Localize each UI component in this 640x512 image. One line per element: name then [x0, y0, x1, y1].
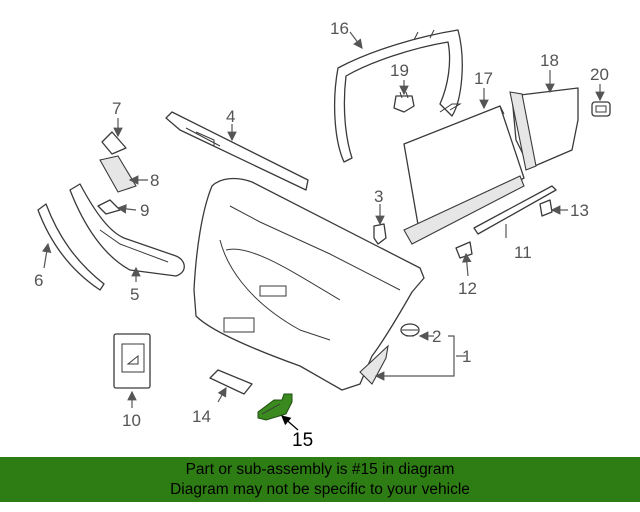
part-17-sunshade [403, 103, 525, 245]
part-18-quarter-trim [509, 87, 579, 171]
part-9-clip [97, 199, 121, 215]
part-15-bracket-highlighted [257, 393, 293, 421]
callout-8: 8 [150, 171, 159, 190]
callout-5: 5 [130, 285, 139, 304]
banner-line-2: Diagram may not be specific to your vehi… [170, 481, 470, 498]
part-8-cover [99, 155, 137, 193]
part-2-push-clip [400, 323, 420, 337]
callout-3: 3 [374, 187, 383, 206]
callout-10: 10 [122, 411, 141, 430]
callout-11: 11 [514, 243, 532, 262]
leader-lines [41, 31, 605, 431]
part-12-clip [455, 241, 473, 259]
callout-20: 20 [590, 65, 609, 84]
part-10-switch-module [113, 333, 151, 389]
part-info-banner: Part or sub-assembly is #15 in diagram D… [0, 457, 640, 502]
callout-4: 4 [226, 107, 235, 126]
part-6-trim [37, 203, 105, 291]
part-19-clip [393, 91, 415, 113]
callout-2: 2 [432, 327, 441, 346]
part-16-frame-seal [333, 29, 463, 163]
callout-19: 19 [390, 61, 409, 80]
callout-9: 9 [140, 201, 149, 220]
part-7-cover [101, 131, 127, 155]
part-1-door-panel [193, 177, 425, 391]
part-11-strip [473, 185, 557, 235]
part-5-armrest [69, 183, 185, 277]
callout-18: 18 [540, 51, 559, 70]
callout-12: 12 [458, 279, 477, 298]
callout-16: 16 [330, 19, 349, 38]
callout-7: 7 [112, 99, 121, 118]
callout-1: 1 [462, 347, 471, 366]
callout-13: 13 [570, 201, 589, 220]
callout-14: 14 [192, 407, 211, 426]
banner-line-1: Part or sub-assembly is #15 in diagram [185, 461, 455, 478]
callout-labels: 1 2 3 4 5 6 7 8 9 10 11 12 13 14 15 16 1… [34, 19, 609, 451]
part-20-switch [591, 101, 611, 117]
callout-6: 6 [34, 271, 43, 290]
part-4-upper-trim [165, 111, 309, 191]
callout-15: 15 [292, 430, 313, 451]
part-13-bracket [539, 199, 553, 217]
callout-17: 17 [474, 69, 493, 88]
parts-diagram: 1 2 3 4 5 6 7 8 9 10 11 12 13 14 15 16 1… [34, 19, 611, 451]
part-14-pad [209, 369, 253, 395]
part-3-clip [373, 223, 387, 245]
